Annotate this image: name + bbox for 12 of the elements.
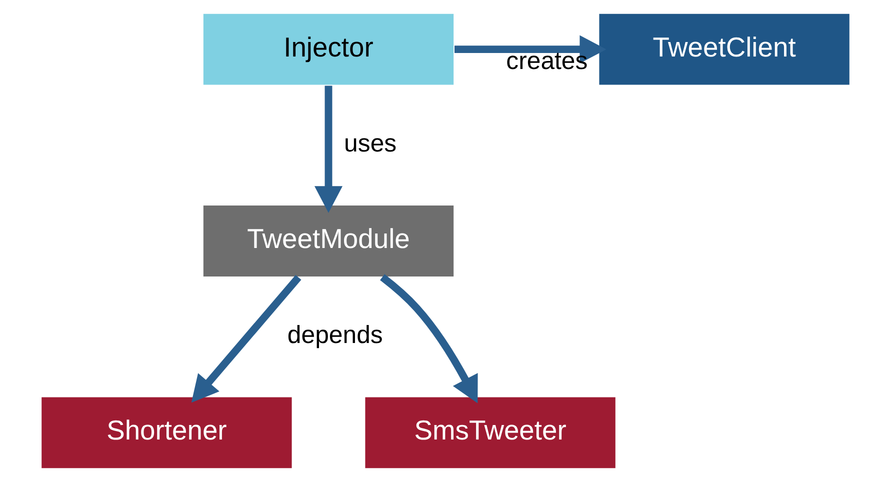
arrow (190, 274, 301, 403)
arrow (380, 274, 478, 404)
node-box: TweetModule (202, 204, 454, 278)
node-box: SmsTweeter (363, 396, 616, 470)
arrow (454, 35, 606, 64)
edge-label: creates (506, 47, 588, 76)
edge-label: uses (344, 129, 396, 158)
node-box: Shortener (40, 396, 293, 470)
node-box: TweetClient (597, 12, 850, 86)
arrow (314, 86, 342, 213)
edge-label: depends (286, 321, 382, 350)
node-box: Injector (202, 12, 454, 86)
